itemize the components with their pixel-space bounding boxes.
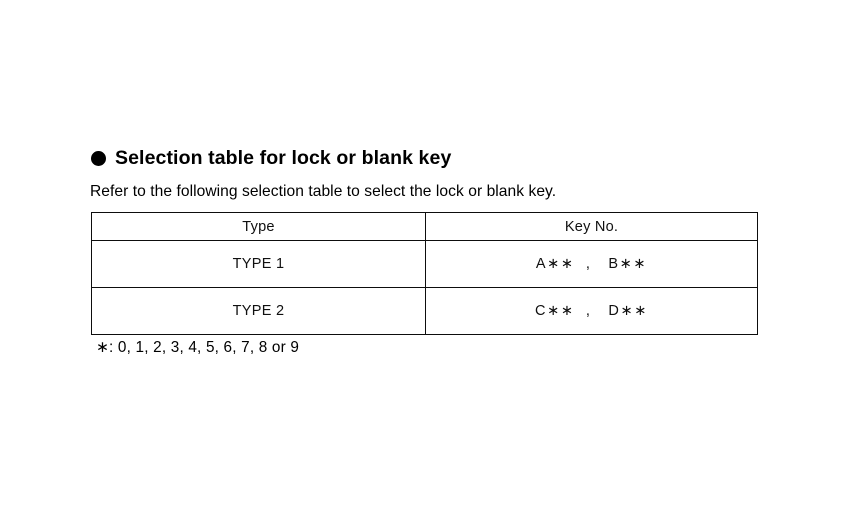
table-header-row: Type Key No. (91, 212, 758, 241)
intro-paragraph: Refer to the following selection table t… (90, 183, 557, 200)
section-heading: Selection table for lock or blank key (91, 147, 451, 169)
section-heading-text: Selection table for lock or blank key (115, 147, 452, 169)
table-header-type: Type (91, 212, 426, 241)
table-row: TYPE 1 A∗∗ , B∗∗ (91, 240, 758, 288)
filled-circle-bullet-icon (91, 150, 106, 166)
footnote-asterisk-legend: ∗: 0, 1, 2, 3, 4, 5, 6, 7, 8 or 9 (96, 339, 300, 356)
table-cell-type: TYPE 1 (91, 240, 426, 288)
table-cell-key-no: A∗∗ , B∗∗ (425, 240, 758, 288)
table-row: TYPE 2 C∗∗ , D∗∗ (91, 287, 758, 335)
table-header-key-no: Key No. (425, 212, 758, 241)
selection-table: Type Key No. TYPE 1 A∗∗ , B∗∗ TYPE 2 C∗∗… (91, 212, 758, 335)
table-cell-type: TYPE 2 (91, 287, 426, 335)
table-cell-key-no: C∗∗ , D∗∗ (425, 287, 758, 335)
